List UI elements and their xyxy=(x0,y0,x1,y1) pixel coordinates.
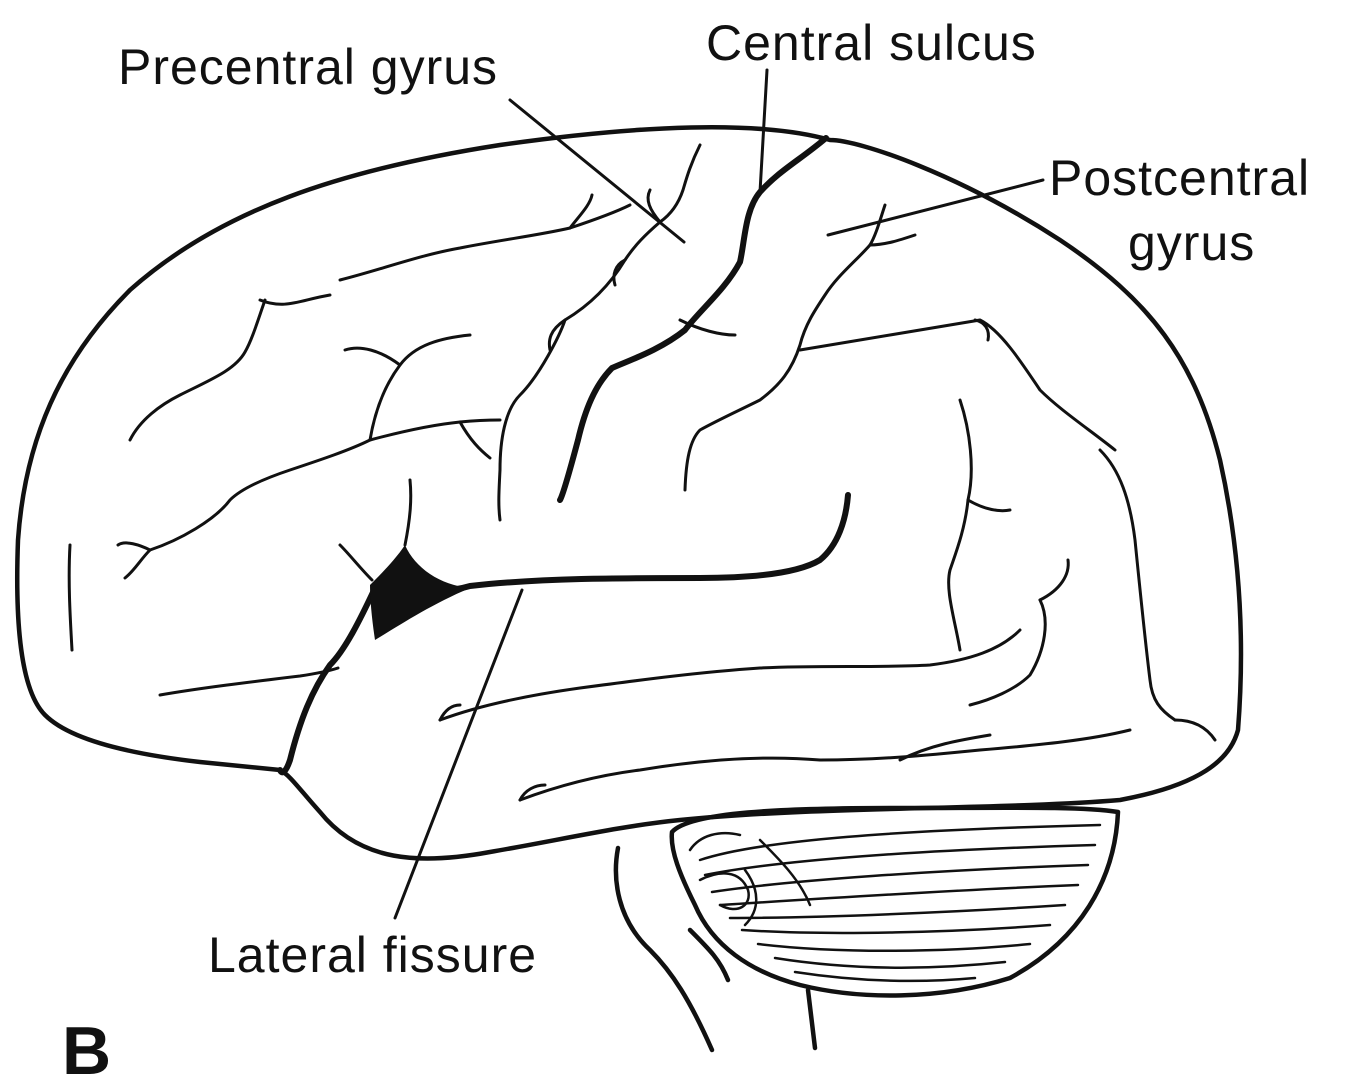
cerebrum xyxy=(17,127,1241,858)
brain-stem xyxy=(616,848,815,1050)
leader-lateral-fissure xyxy=(395,590,522,918)
cerebellum xyxy=(672,808,1118,996)
label-lateral-fissure: Lateral fissure xyxy=(208,927,537,983)
leader-precentral-gyrus xyxy=(510,100,684,242)
leader-postcentral-gyrus xyxy=(828,180,1043,235)
label-central-sulcus: Central sulcus xyxy=(706,15,1037,71)
label-postcentral-gyrus-line1: Postcentral xyxy=(1049,150,1310,206)
label-precentral-gyrus: Precentral gyrus xyxy=(118,39,498,95)
panel-letter: B xyxy=(62,1013,111,1081)
leader-lines xyxy=(395,70,1043,918)
label-postcentral-gyrus-line2: gyrus xyxy=(1128,215,1255,271)
